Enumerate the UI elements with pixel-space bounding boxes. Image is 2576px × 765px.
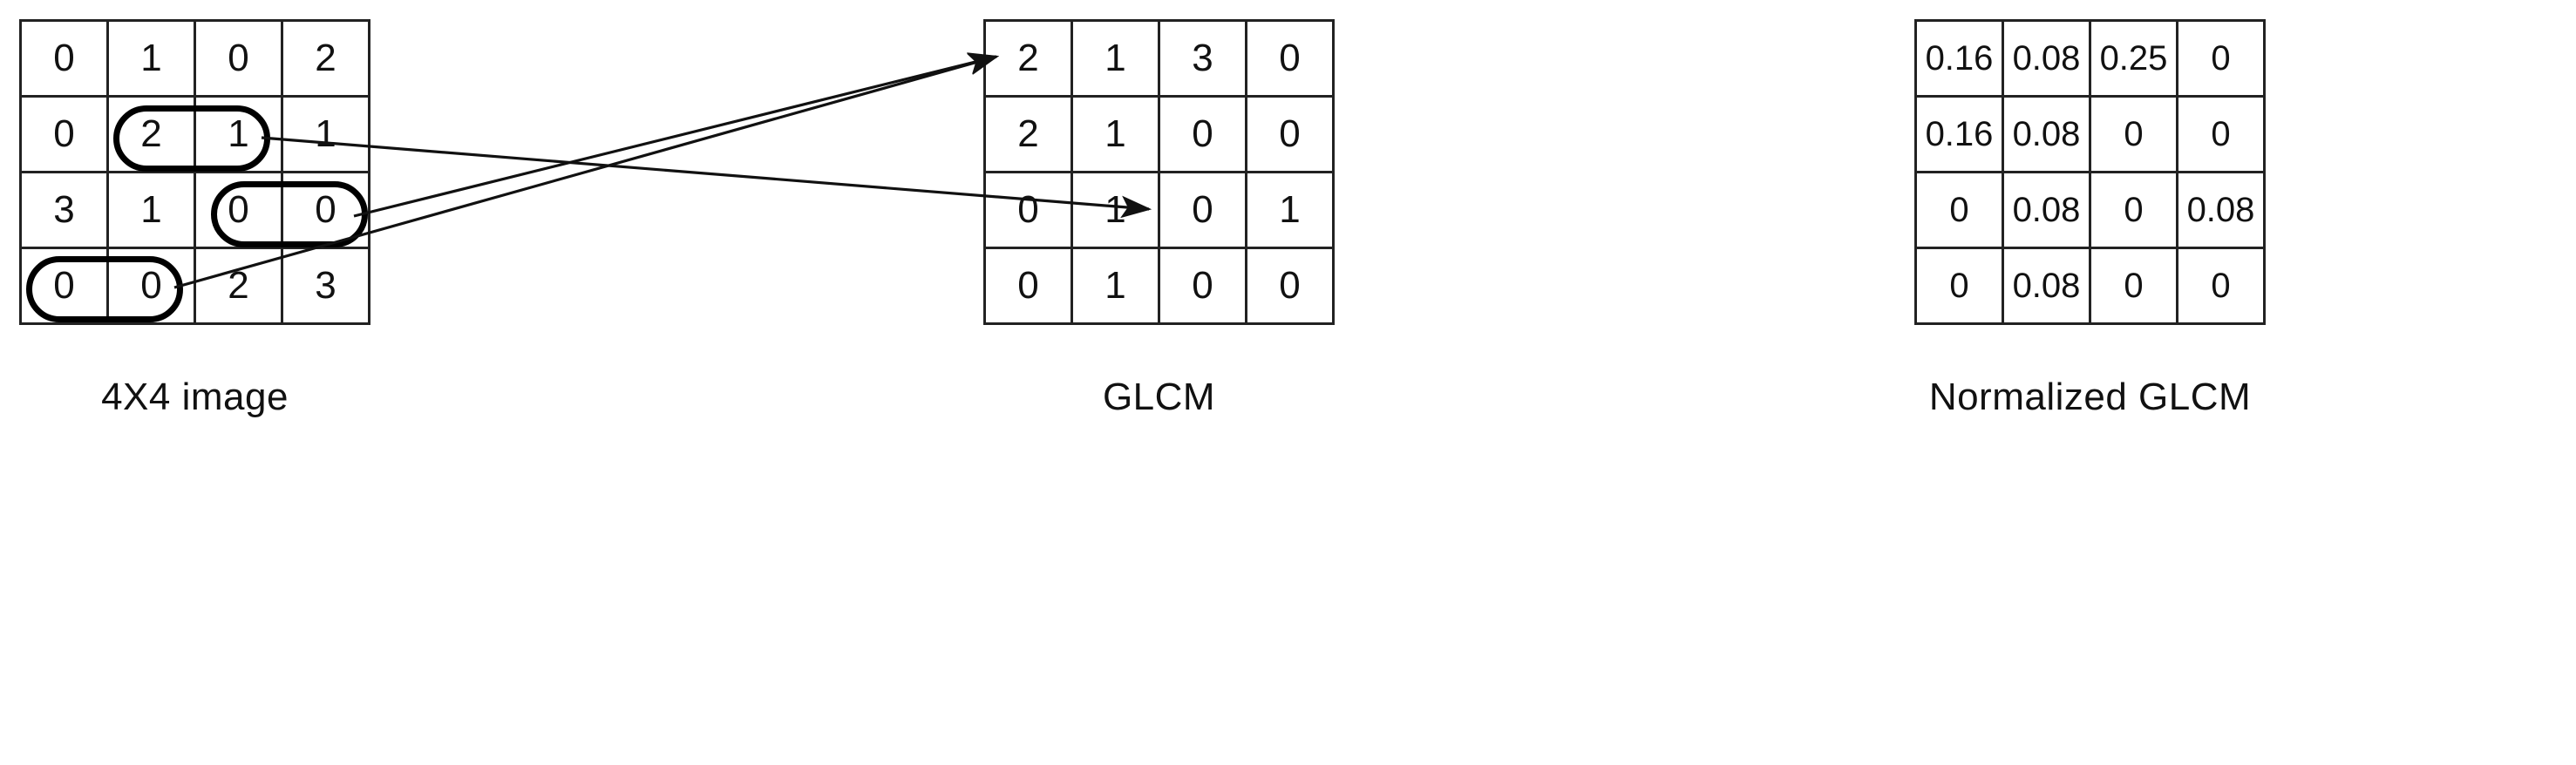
normalized-cell-r4c1: 0	[1917, 249, 2004, 325]
image-matrix-block: 0 1 0 2 0 2 1 1 3 1 0 0 0 0 2 3 4X4 imag…	[19, 19, 370, 419]
glcm-cell-r2c2: 1	[1073, 98, 1160, 173]
arrow-pair-0-0-row3-to-glcm-00	[353, 52, 1000, 218]
image-cell-r1c1: 0	[22, 22, 109, 98]
glcm-cell-r1c1: 2	[986, 22, 1073, 98]
normalized-glcm-matrix-grid: 0.16 0.08 0.25 0 0.16 0.08 0 0 0 0.08 0 …	[1914, 19, 2266, 325]
image-cell-r2c4: 1	[283, 98, 370, 173]
normalized-cell-r3c1: 0	[1917, 173, 2004, 249]
image-cell-r1c2: 1	[109, 22, 196, 98]
glcm-cell-r4c1: 0	[986, 249, 1073, 325]
image-cell-r3c4: 0	[283, 173, 370, 249]
glcm-cell-r1c4: 0	[1247, 22, 1335, 98]
normalized-cell-r2c2: 0.08	[2004, 98, 2091, 173]
glcm-cell-r4c3: 0	[1160, 249, 1247, 325]
normalized-cell-r3c3: 0	[2091, 173, 2178, 249]
glcm-cell-r4c2: 1	[1073, 249, 1160, 325]
image-cell-r1c3: 0	[196, 22, 283, 98]
normalized-cell-r1c2: 0.08	[2004, 22, 2091, 98]
normalized-cell-r4c4: 0	[2178, 249, 2266, 325]
normalized-glcm-matrix-block: 0.16 0.08 0.25 0 0.16 0.08 0 0 0 0.08 0 …	[1914, 19, 2266, 419]
image-cell-r2c2: 2	[109, 98, 196, 173]
glcm-cell-r3c4: 1	[1247, 173, 1335, 249]
normalized-cell-r3c4: 0.08	[2178, 173, 2266, 249]
glcm-matrix-caption: GLCM	[1102, 376, 1216, 418]
normalized-glcm-matrix-caption: Normalized GLCM	[1928, 376, 2252, 418]
normalized-cell-r3c2: 0.08	[2004, 173, 2091, 249]
image-cell-r2c3: 1	[196, 98, 283, 173]
glcm-cell-r1c2: 1	[1073, 22, 1160, 98]
glcm-matrix-block: 2 1 3 0 2 1 0 0 0 1 0 1 0 1 0 0 GLCM	[983, 19, 1335, 419]
image-cell-r3c2: 1	[109, 173, 196, 249]
image-matrix-grid: 0 1 0 2 0 2 1 1 3 1 0 0 0 0 2 3	[19, 19, 370, 325]
image-cell-r4c3: 2	[196, 249, 283, 325]
image-cell-r4c2: 0	[109, 249, 196, 325]
normalized-cell-r2c3: 0	[2091, 98, 2178, 173]
image-cell-r1c4: 2	[283, 22, 370, 98]
normalized-cell-r4c3: 0	[2091, 249, 2178, 325]
glcm-cell-r2c1: 2	[986, 98, 1073, 173]
glcm-cell-r2c3: 0	[1160, 98, 1247, 173]
image-cell-r4c1: 0	[22, 249, 109, 325]
image-cell-r4c4: 3	[283, 249, 370, 325]
normalized-cell-r1c1: 0.16	[1917, 22, 2004, 98]
normalized-cell-r1c4: 0	[2178, 22, 2266, 98]
glcm-cell-r3c2: 1	[1073, 173, 1160, 249]
normalized-cell-r2c1: 0.16	[1917, 98, 2004, 173]
image-matrix-caption: 4X4 image	[101, 376, 289, 418]
image-cell-r3c1: 3	[22, 173, 109, 249]
glcm-cell-r4c4: 0	[1247, 249, 1335, 325]
glcm-cell-r1c3: 3	[1160, 22, 1247, 98]
glcm-matrix-grid: 2 1 3 0 2 1 0 0 0 1 0 1 0 1 0 0	[983, 19, 1335, 325]
glcm-cell-r2c4: 0	[1247, 98, 1335, 173]
normalized-cell-r4c2: 0.08	[2004, 249, 2091, 325]
normalized-cell-r1c3: 0.25	[2091, 22, 2178, 98]
normalized-cell-r2c4: 0	[2178, 98, 2266, 173]
image-cell-r2c1: 0	[22, 98, 109, 173]
glcm-cell-r3c1: 0	[986, 173, 1073, 249]
image-cell-r3c3: 0	[196, 173, 283, 249]
glcm-cell-r3c3: 0	[1160, 173, 1247, 249]
